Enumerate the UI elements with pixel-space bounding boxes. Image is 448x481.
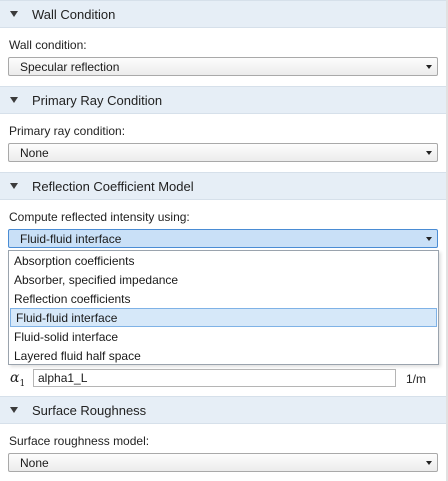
dropdown-option-absorption-coefficients[interactable]: Absorption coefficients: [14, 253, 135, 268]
combobox-value: None: [20, 145, 49, 160]
chevron-down-icon[interactable]: [426, 64, 432, 69]
wall-condition-combobox[interactable]: Specular reflection: [8, 57, 438, 76]
section-title: Wall Condition: [32, 6, 116, 22]
collapse-triangle-icon[interactable]: [10, 11, 18, 17]
collapse-triangle-icon[interactable]: [10, 407, 18, 413]
collapse-triangle-icon[interactable]: [10, 183, 18, 189]
combobox-value: None: [20, 455, 49, 470]
dropdown-option-fluid-solid-interface[interactable]: Fluid-solid interface: [14, 329, 119, 344]
reflected-intensity-combobox[interactable]: Fluid-fluid interface: [8, 229, 438, 248]
vertical-scrollbar[interactable]: [446, 0, 448, 481]
reflected-intensity-dropdown-list: Absorption coefficients Absorber, specif…: [8, 250, 439, 365]
section-title: Surface Roughness: [32, 402, 147, 418]
surface-roughness-label: Surface roughness model:: [9, 434, 150, 448]
chevron-down-icon[interactable]: [426, 236, 432, 241]
section-header-reflection-model[interactable]: Reflection Coefficient Model: [0, 172, 446, 200]
section-header-primary-ray[interactable]: Primary Ray Condition: [0, 86, 446, 114]
section-title: Primary Ray Condition: [32, 92, 163, 108]
collapse-triangle-icon[interactable]: [10, 97, 18, 103]
primary-ray-combobox[interactable]: None: [8, 143, 438, 162]
alpha-symbol-label: α1: [10, 370, 26, 389]
dropdown-option-reflection-coefficients[interactable]: Reflection coefficients: [14, 291, 131, 306]
chevron-down-icon[interactable]: [426, 460, 432, 465]
alpha1-input[interactable]: alpha1_L: [33, 369, 396, 387]
combobox-value: Specular reflection: [20, 59, 120, 74]
wall-condition-label: Wall condition:: [9, 38, 87, 52]
combobox-value: Fluid-fluid interface: [20, 231, 122, 246]
dropdown-option-absorber-specified-impedance[interactable]: Absorber, specified impedance: [14, 272, 179, 287]
alpha1-unit: 1/m: [406, 372, 427, 386]
chevron-down-icon[interactable]: [426, 150, 432, 155]
section-title: Reflection Coefficient Model: [32, 178, 194, 194]
dropdown-option-fluid-fluid-interface[interactable]: Fluid-fluid interface: [10, 308, 437, 327]
dropdown-option-layered-fluid-half-space[interactable]: Layered fluid half space: [14, 348, 141, 363]
surface-roughness-combobox[interactable]: None: [8, 453, 438, 472]
reflected-intensity-label: Compute reflected intensity using:: [9, 210, 190, 224]
primary-ray-label: Primary ray condition:: [9, 124, 126, 138]
section-header-wall-condition[interactable]: Wall Condition: [0, 0, 446, 28]
section-header-surface-roughness[interactable]: Surface Roughness: [0, 396, 446, 424]
